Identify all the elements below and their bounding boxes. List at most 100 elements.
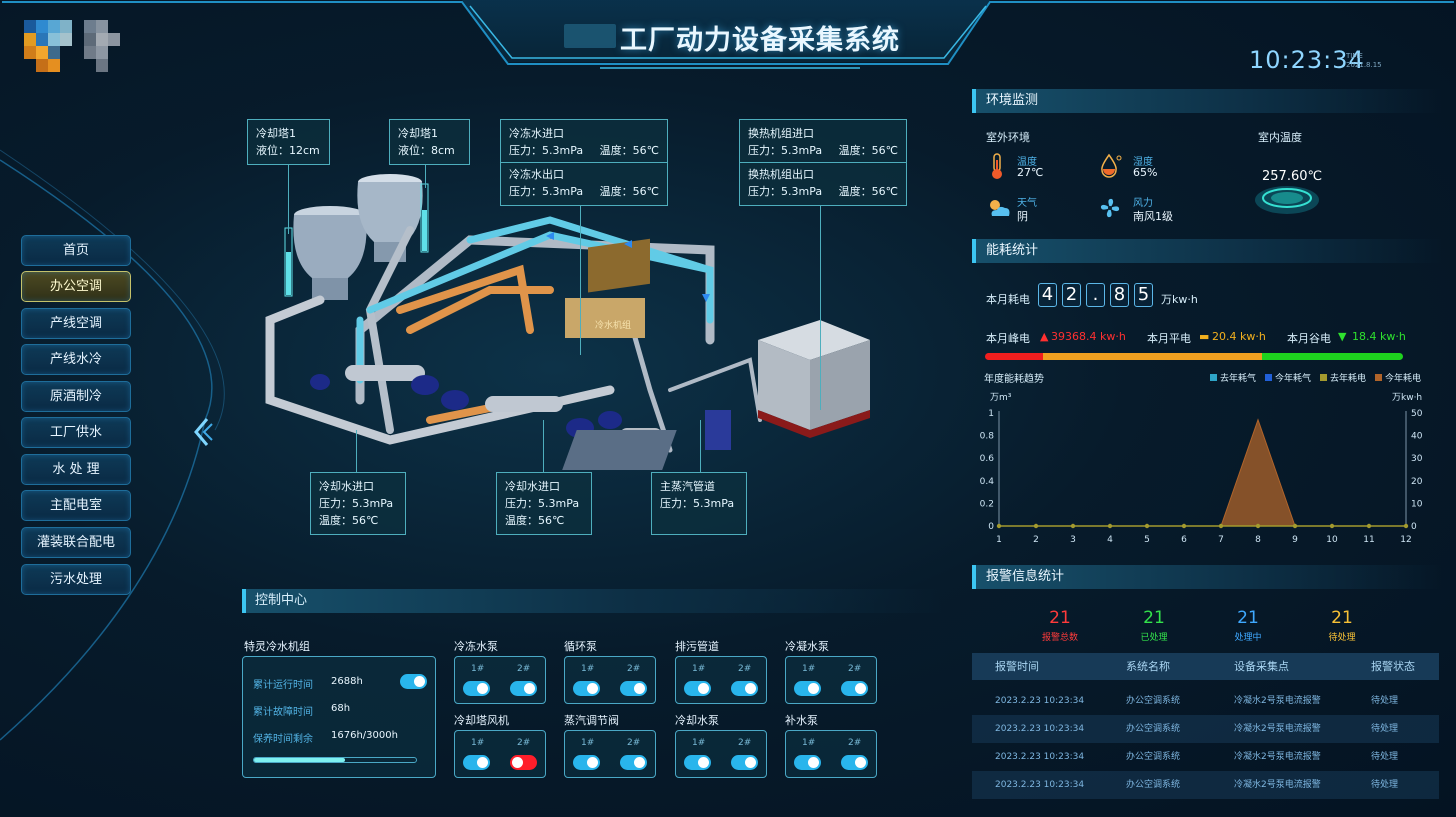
left-tick-label: 0.8	[980, 432, 995, 442]
tower2-level-gauge	[420, 183, 429, 253]
cell-time: 2023.2.23 10:23:34	[995, 780, 1085, 790]
cell-status: 待处理	[1371, 752, 1399, 762]
cell-point: 冷凝水2号泵电流报警	[1234, 752, 1321, 762]
col-header-time: 报警时间	[995, 660, 1039, 673]
series-point	[1181, 523, 1187, 529]
card-cooling-tower-2: 冷却塔1 液位：8cm	[389, 119, 470, 165]
page-title: 工厂动力设备采集系统	[620, 25, 900, 56]
usage-digit: 2	[1062, 283, 1081, 307]
x-tick-label: 2	[1033, 535, 1039, 545]
table-row[interactable]: 2023.2.23 10:23:34 办公空调系统 冷凝水2号泵电流报警 待处理	[972, 687, 1439, 715]
pump-group-box: 1#2#	[564, 656, 656, 704]
x-tick-label: 9	[1292, 535, 1298, 545]
table-row[interactable]: 2023.2.23 10:23:34 办公空调系统 冷凝水2号泵电流报警 待处理	[972, 715, 1439, 743]
indoor-temp-gauge-icon	[1255, 186, 1319, 214]
alarm-stat-value: 21	[1331, 608, 1353, 628]
nav-item-line-ac[interactable]: 产线空调	[21, 308, 131, 339]
nav-item-office-ac[interactable]: 办公空调	[21, 271, 131, 302]
nav-item-line-watercool[interactable]: 产线水冷	[21, 344, 131, 375]
clock-date: TIME 2021.8.15	[1346, 52, 1382, 70]
nav-item-water-treatment[interactable]: 水 处 理	[21, 454, 131, 485]
flat-dash-icon: ▬	[1199, 330, 1210, 343]
unit-number: 1#	[692, 664, 706, 674]
legend-item: 去年耗气	[1210, 371, 1256, 384]
nav-item-water-supply[interactable]: 工厂供水	[21, 417, 131, 448]
legend-item: 今年耗电	[1375, 371, 1421, 384]
pump-toggle-switch[interactable]	[620, 755, 647, 770]
card-cooling-water-in-a: 冷却水进口 压力：5.3mPa 温度：56℃	[310, 472, 406, 535]
card-title: 换热机组进口	[748, 127, 814, 140]
env-panel-header: 环境监测	[972, 89, 1442, 113]
cooling-tower-2	[357, 174, 423, 262]
cell-point: 冷凝水2号泵电流报警	[1234, 696, 1321, 706]
card-temp: 温度：56℃	[838, 185, 898, 198]
alarm-stat-value: 21	[1143, 608, 1165, 628]
pump-toggle-switch[interactable]	[510, 755, 537, 770]
wind-label: 风力	[1133, 198, 1153, 209]
card-title: 主蒸汽管道	[660, 480, 715, 493]
pump-toggle-switch[interactable]	[510, 681, 537, 696]
card-cooling-tower-1: 冷却塔1 液位：12cm	[247, 119, 330, 165]
pump-toggle-switch[interactable]	[731, 755, 758, 770]
weather-icon	[990, 200, 1010, 216]
chiller-power-toggle[interactable]	[400, 674, 427, 689]
right-tick-label: 30	[1411, 454, 1423, 464]
fault-time-label: 累计故障时间	[253, 707, 313, 718]
unit-number: 1#	[581, 664, 595, 674]
card-pressure: 压力：5.3mPa	[505, 497, 580, 510]
table-row[interactable]: 2023.2.23 10:23:34 办公空调系统 冷凝水2号泵电流报警 待处理	[972, 743, 1439, 771]
card-pressure: 压力：5.3mPa	[509, 185, 584, 198]
nav-item-sewage[interactable]: 污水处理	[21, 564, 131, 595]
pump-toggle-switch[interactable]	[684, 681, 711, 696]
card-pressure: 压力：5.3mPa	[319, 497, 394, 510]
cell-system: 办公空调系统	[1126, 696, 1181, 706]
trend-title: 年度能耗趋势	[984, 374, 1044, 385]
pump-group-title: 补水泵	[785, 714, 818, 727]
right-tick-label: 10	[1411, 499, 1423, 509]
unit-number: 1#	[581, 738, 595, 748]
pump-toggle-switch[interactable]	[620, 681, 647, 696]
header-pipe-1	[345, 365, 425, 381]
water-tank	[758, 320, 870, 438]
x-tick-label: 5	[1144, 535, 1150, 545]
pump-group-box: 1#2#	[564, 730, 656, 778]
table-row[interactable]: 2023.2.23 10:23:34 办公空调系统 冷凝水2号泵电流报警 待处理	[972, 771, 1439, 799]
pump-toggle-switch[interactable]	[463, 681, 490, 696]
card-pressure: 压力：5.3mPa	[748, 144, 823, 157]
unit-number: 2#	[848, 738, 862, 748]
pump-toggle-switch[interactable]	[573, 681, 600, 696]
run-time-value: 2688h	[331, 676, 363, 687]
nav-item-liquor-cooling[interactable]: 原酒制冷	[21, 381, 131, 412]
pump-group-box: 1#2#	[454, 730, 546, 778]
legend-item: 去年耗电	[1320, 371, 1366, 384]
nav-item-filling-distribution[interactable]: 灌装联合配电	[21, 527, 131, 558]
nav-item-home[interactable]: 首页	[21, 235, 131, 266]
valley-label: 本月谷电	[1287, 332, 1331, 345]
nav-item-main-distribution[interactable]: 主配电室	[21, 490, 131, 521]
card-title: 冷冻水出口	[509, 168, 564, 181]
humidity-icon	[1101, 153, 1122, 178]
card-temp: 温度：56℃	[505, 514, 565, 527]
series-point	[1292, 523, 1298, 529]
pump-toggle-switch[interactable]	[841, 681, 868, 696]
humidity-value: 65%	[1133, 166, 1158, 179]
x-tick-label: 6	[1181, 535, 1187, 545]
pump-group-title: 排污管道	[675, 640, 719, 653]
pump-toggle-switch[interactable]	[841, 755, 868, 770]
pump-toggle-switch[interactable]	[794, 681, 821, 696]
pump-toggle-switch[interactable]	[573, 755, 600, 770]
legend-label: 去年耗电	[1330, 374, 1367, 384]
pump-group-title: 冷凝水泵	[785, 640, 829, 653]
x-tick-label: 8	[1255, 535, 1261, 545]
pump-toggle-switch[interactable]	[794, 755, 821, 770]
pump-toggle-switch[interactable]	[684, 755, 711, 770]
pump-toggle-switch[interactable]	[731, 681, 758, 696]
alarm-table: 报警时间 系统名称 设备采集点 报警状态 2023.2.23 10:23:34 …	[972, 653, 1439, 799]
thermometer-icon	[992, 153, 1002, 179]
pump-toggle-switch[interactable]	[463, 755, 490, 770]
collapse-chevron-icon[interactable]	[190, 416, 214, 448]
